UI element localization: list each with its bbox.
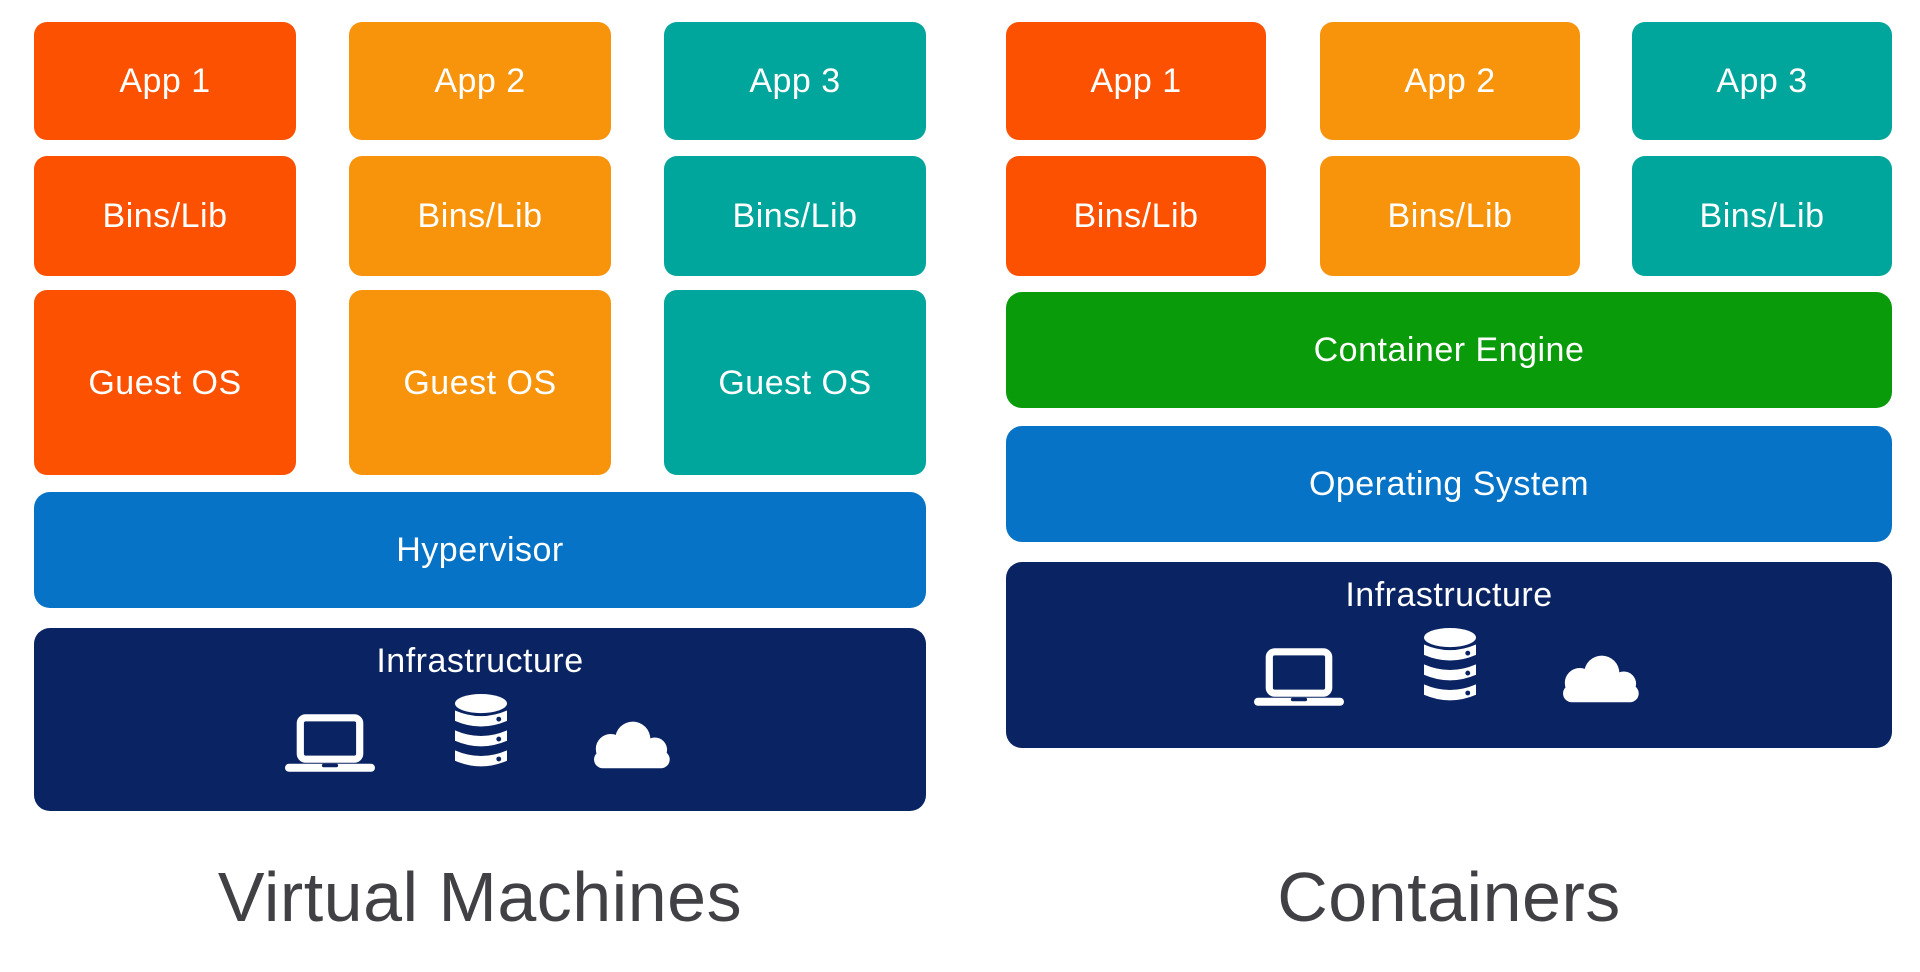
ct-stack3-bins-label: Bins/Lib <box>1699 197 1825 235</box>
database-icon <box>1424 628 1476 706</box>
hypervisor-label: Hypervisor <box>396 531 564 569</box>
vm-stack1-app-label: App 1 <box>119 62 211 100</box>
vm-stack1-app-box: App 1 <box>34 22 296 140</box>
containers-title: Containers <box>1006 862 1892 932</box>
vm-stack3-guestos-box: Guest OS <box>664 290 926 475</box>
database-icon <box>455 694 507 772</box>
ct-infrastructure-label: Infrastructure <box>1345 576 1553 614</box>
container-engine-band: Container Engine <box>1006 292 1892 408</box>
ct-stack1-app-box: App 1 <box>1006 22 1266 140</box>
vm-title-text: Virtual Machines <box>217 858 743 936</box>
vm-stack1-guestos-box: Guest OS <box>34 290 296 475</box>
vm-stack2-guestos-box: Guest OS <box>349 290 611 475</box>
vm-infrastructure-label: Infrastructure <box>376 642 584 680</box>
ct-stack1-app-label: App 1 <box>1090 62 1182 100</box>
vm-stack2-guestos-label: Guest OS <box>403 363 557 402</box>
ct-stack3-app-box: App 3 <box>1632 22 1892 140</box>
ct-stack1-bins-label: Bins/Lib <box>1073 197 1199 235</box>
vm-stack3-app-label: App 3 <box>749 62 841 100</box>
container-engine-label: Container Engine <box>1313 331 1585 369</box>
cloud-icon <box>587 717 675 772</box>
vm-stack3-app-box: App 3 <box>664 22 926 140</box>
laptop-icon <box>285 714 375 772</box>
vm-title: Virtual Machines <box>34 862 926 932</box>
ct-infrastructure-band: Infrastructure <box>1006 562 1892 748</box>
cloud-icon <box>1556 651 1644 706</box>
laptop-icon <box>1254 648 1344 706</box>
vm-infrastructure-icons <box>285 694 675 772</box>
vm-stack2-bins-box: Bins/Lib <box>349 156 611 276</box>
vm-stack3-bins-box: Bins/Lib <box>664 156 926 276</box>
ct-infrastructure-icons <box>1254 628 1644 706</box>
ct-stack2-bins-label: Bins/Lib <box>1387 197 1513 235</box>
vm-stack2-bins-label: Bins/Lib <box>417 197 543 235</box>
ct-stack2-app-label: App 2 <box>1404 62 1496 100</box>
hypervisor-band: Hypervisor <box>34 492 926 608</box>
ct-stack3-app-label: App 3 <box>1716 62 1808 100</box>
vm-stack2-app-box: App 2 <box>349 22 611 140</box>
containers-title-text: Containers <box>1277 858 1621 936</box>
vm-stack2-app-label: App 2 <box>434 62 526 100</box>
operating-system-label: Operating System <box>1308 465 1590 503</box>
vm-stack3-bins-label: Bins/Lib <box>732 197 858 235</box>
vm-stack3-guestos-label: Guest OS <box>718 363 872 402</box>
ct-stack2-bins-box: Bins/Lib <box>1320 156 1580 276</box>
vm-stack1-bins-box: Bins/Lib <box>34 156 296 276</box>
ct-stack1-bins-box: Bins/Lib <box>1006 156 1266 276</box>
ct-stack3-bins-box: Bins/Lib <box>1632 156 1892 276</box>
vm-stack1-bins-label: Bins/Lib <box>102 197 228 235</box>
operating-system-band: Operating System <box>1006 426 1892 542</box>
ct-stack2-app-box: App 2 <box>1320 22 1580 140</box>
vm-stack1-guestos-label: Guest OS <box>88 363 242 402</box>
vm-infrastructure-band: Infrastructure <box>34 628 926 811</box>
